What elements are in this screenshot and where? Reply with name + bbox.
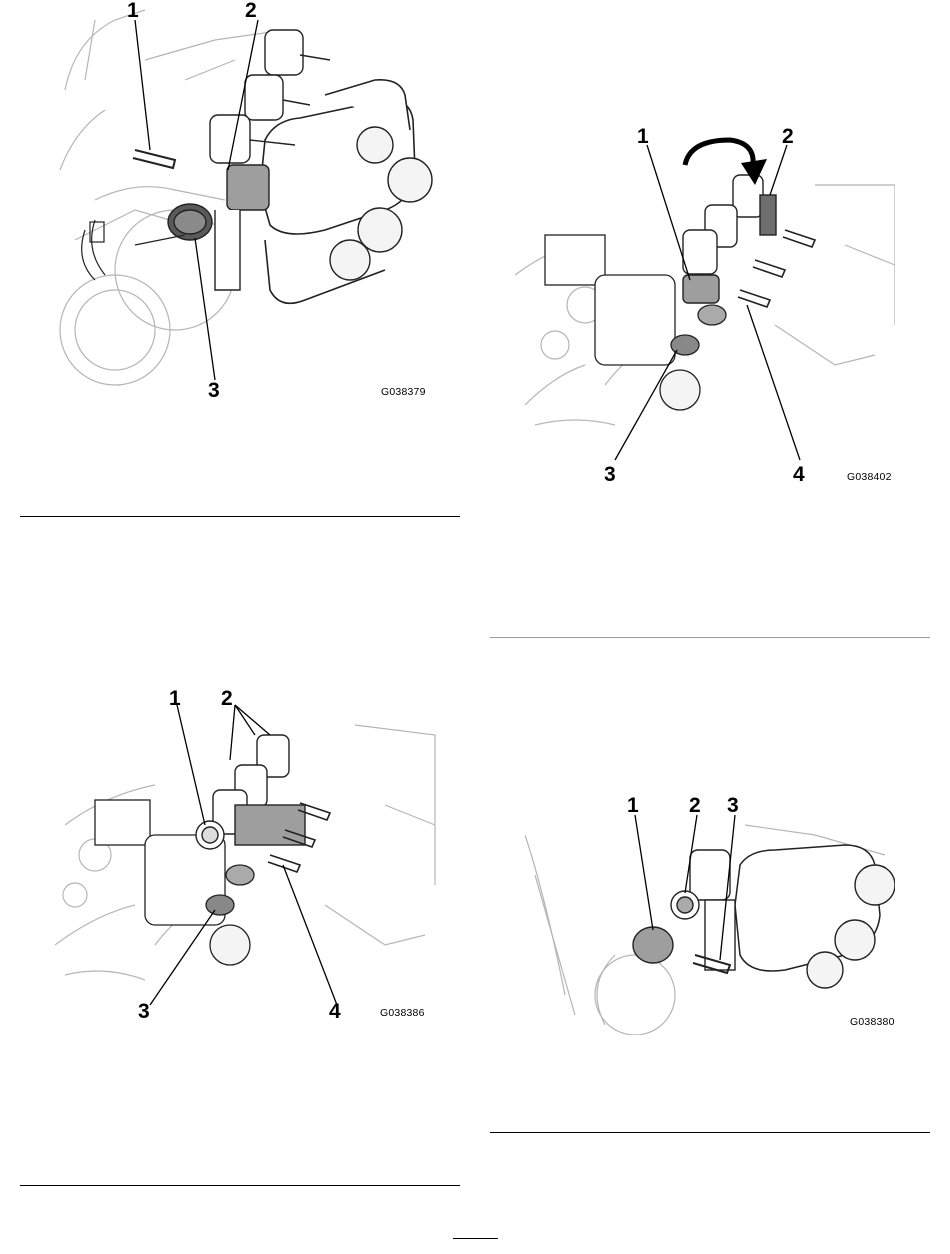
callout-1: 1 (169, 688, 181, 709)
page-number-rule (453, 1238, 498, 1239)
section-divider (20, 516, 460, 517)
callout-2: 2 (782, 126, 794, 147)
figure-code: G038380 (850, 1016, 895, 1028)
figure-code: G038402 (847, 471, 892, 483)
section-divider (490, 637, 930, 638)
figure-g038402: 1 2 3 4 G038402 (515, 125, 895, 485)
callout-3: 3 (208, 380, 220, 401)
callout-3: 3 (138, 1001, 150, 1022)
callout-4: 4 (793, 464, 805, 485)
figure-code: G038386 (380, 1007, 425, 1019)
valve-assembly-illustration (55, 0, 455, 400)
callout-2: 2 (245, 0, 257, 21)
figure-g038386: 1 2 3 4 G038386 (55, 685, 455, 1045)
figure-g038380: 1 2 3 G038380 (525, 795, 895, 1035)
callout-1: 1 (637, 126, 649, 147)
valve-assembly-illustration (515, 125, 895, 485)
section-divider (20, 1185, 460, 1186)
callout-2: 2 (221, 688, 233, 709)
valve-assembly-illustration (55, 685, 455, 1045)
section-divider (490, 1132, 930, 1133)
callout-2: 2 (689, 795, 701, 816)
callout-1: 1 (627, 795, 639, 816)
callout-1: 1 (127, 0, 139, 21)
callout-3: 3 (604, 464, 616, 485)
callout-3: 3 (727, 795, 739, 816)
valve-assembly-illustration (525, 795, 895, 1035)
callout-4: 4 (329, 1001, 341, 1022)
figure-code: G038379 (381, 386, 426, 398)
figure-g038379: 1 2 3 G038379 (55, 0, 455, 400)
